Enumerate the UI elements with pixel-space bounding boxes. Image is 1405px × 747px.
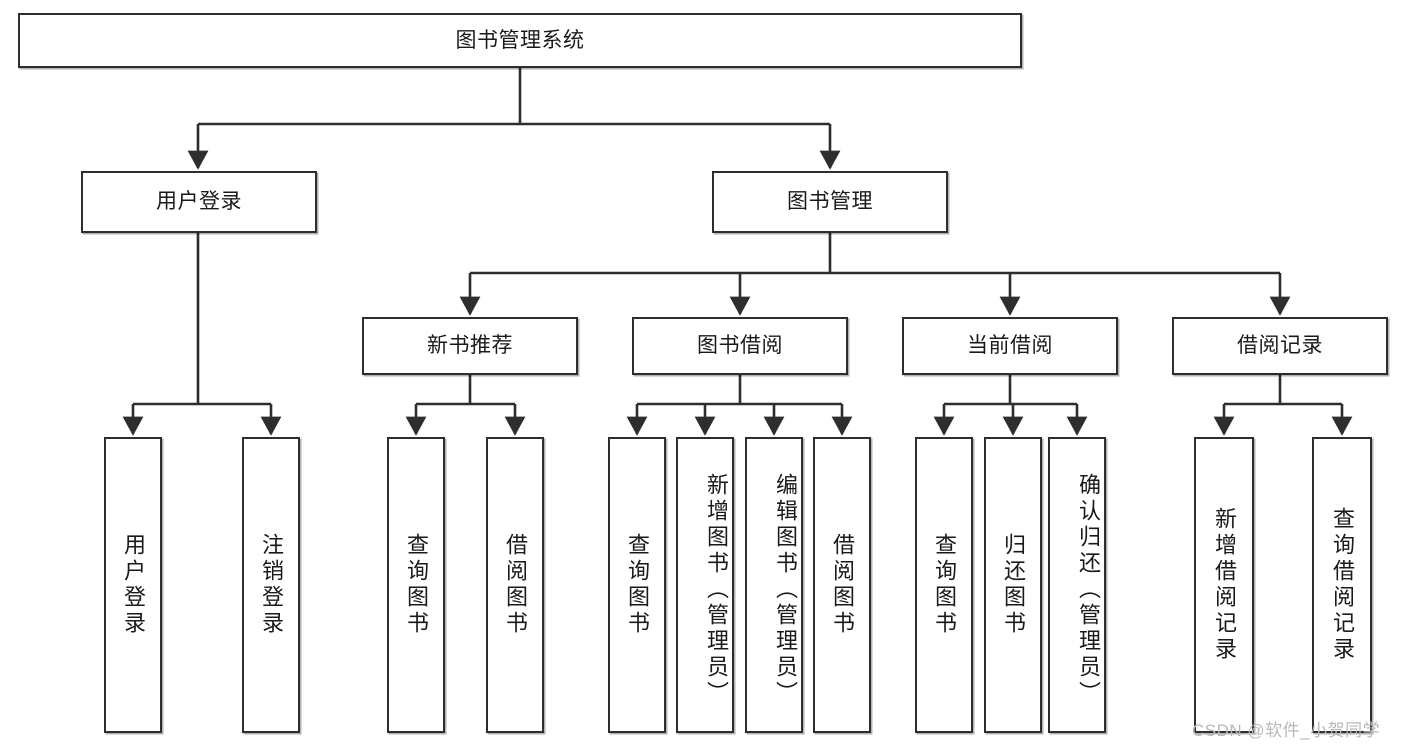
leaf-user-login[interactable]: 用户登录 xyxy=(104,437,162,733)
leaf-query-book-recommend[interactable]: 查询图书 xyxy=(387,437,445,733)
leaf-borrow-book-recommend[interactable]: 借阅图书 xyxy=(486,437,544,733)
leaf-add-borrow-record[interactable]: 新增借阅记录 xyxy=(1194,437,1254,733)
leaf-borrow-book[interactable]: 借阅图书 xyxy=(813,437,871,733)
leaf-query-borrow-record[interactable]: 查询借阅记录 xyxy=(1312,437,1372,733)
leaf-add-book-admin[interactable]: 新增图书（管理员） xyxy=(676,437,734,733)
node-book-borrow[interactable]: 图书借阅 xyxy=(632,317,848,375)
leaf-return-book[interactable]: 归还图书 xyxy=(984,437,1042,733)
leaf-logout[interactable]: 注销登录 xyxy=(242,437,300,733)
node-user-login[interactable]: 用户登录 xyxy=(81,171,317,233)
node-current-borrow[interactable]: 当前借阅 xyxy=(902,317,1118,375)
node-new-book-recommend[interactable]: 新书推荐 xyxy=(362,317,578,375)
leaf-query-book-borrow[interactable]: 查询图书 xyxy=(608,437,666,733)
node-book-management[interactable]: 图书管理 xyxy=(712,171,948,233)
csdn-watermark: CSDN @软件_小贺同学 xyxy=(1192,721,1381,740)
node-root[interactable]: 图书管理系统 xyxy=(18,13,1022,68)
leaf-query-book-current[interactable]: 查询图书 xyxy=(915,437,973,733)
node-borrow-record[interactable]: 借阅记录 xyxy=(1172,317,1388,375)
leaf-confirm-return-admin[interactable]: 确认归还（管理员） xyxy=(1048,437,1106,733)
leaf-edit-book-admin[interactable]: 编辑图书（管理员） xyxy=(745,437,803,733)
